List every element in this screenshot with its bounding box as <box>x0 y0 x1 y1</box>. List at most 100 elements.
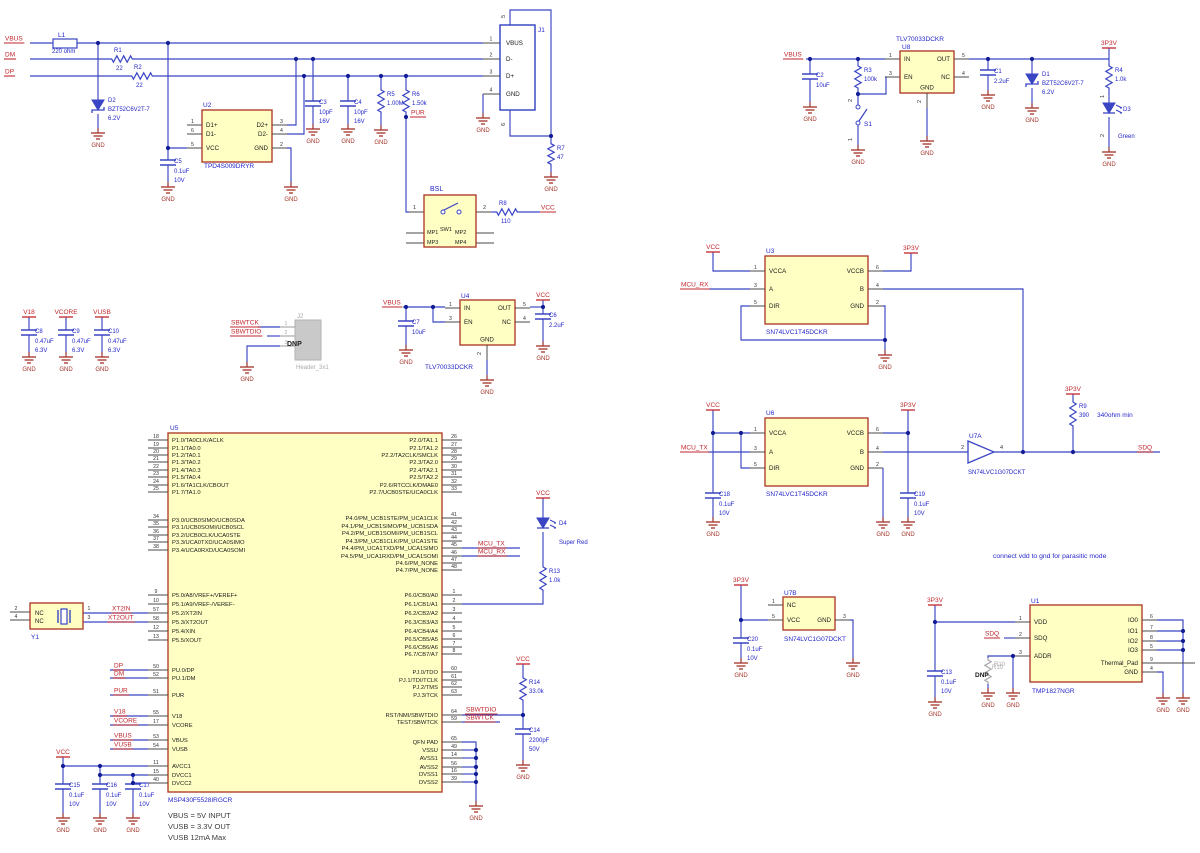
label: SDQ <box>985 631 999 638</box>
junction-dot <box>473 764 479 770</box>
junction-dot <box>548 133 554 139</box>
label: 4 <box>1000 445 1003 451</box>
label: DP <box>5 69 14 76</box>
label: NC <box>787 602 796 609</box>
label: PUR <box>114 688 128 695</box>
label: S1 <box>864 121 872 128</box>
gnd-flag: GND <box>93 813 107 834</box>
label: U6 <box>766 410 775 417</box>
label: MCU_TX <box>478 541 505 548</box>
wire <box>1157 671 1164 698</box>
power-flag-V18: V18 <box>22 309 36 318</box>
label: 35 <box>153 521 159 527</box>
label: 9 <box>155 589 158 595</box>
label: P4.4/PM_UCA1TXD/PM_UCA1SIMO <box>342 546 439 552</box>
junction-dot <box>710 430 716 436</box>
junction-dot <box>738 617 744 623</box>
net-label-MCU_RX: MCU_RX <box>680 282 711 290</box>
label: P1.4/TA0.3 <box>172 468 201 474</box>
net-label-DP: DP <box>113 663 125 671</box>
junction-dot <box>855 56 861 62</box>
label: 6.3V <box>35 348 47 354</box>
switch-contact <box>440 209 446 215</box>
label: VUSB <box>93 309 111 316</box>
label: 4 <box>490 88 493 94</box>
label: SW1 <box>440 227 452 233</box>
label: P2.2/TA2CLK/SMCLK <box>381 453 438 459</box>
junction-dot <box>378 73 384 79</box>
power-flag-VCC: VCC <box>536 490 550 499</box>
gnd-flag: GND <box>56 813 70 834</box>
label: 1 <box>285 321 288 327</box>
label: 20 <box>153 449 159 455</box>
wire <box>246 345 280 367</box>
label: 2 <box>477 352 483 355</box>
junction-dot <box>473 771 479 777</box>
label: VUSB <box>172 747 188 753</box>
label: GND <box>480 337 494 344</box>
label: 5 <box>772 614 775 620</box>
label: 4 <box>876 283 879 289</box>
label: 0.1uF <box>174 169 190 175</box>
label: P4.0/PM_UCB1STE/PM_UCA1CLK <box>346 516 439 522</box>
label: 3P3V <box>900 402 917 409</box>
label: 5 <box>453 625 456 631</box>
label: R9 <box>1079 404 1087 410</box>
junction-dot <box>403 304 409 310</box>
label: 6 <box>876 265 879 271</box>
label: DP <box>114 663 123 670</box>
label: MP1 <box>427 230 438 236</box>
label: 10 <box>153 598 159 604</box>
label: 57 <box>153 607 159 613</box>
gnd-flag: GND <box>161 182 175 203</box>
label: DNP <box>287 341 302 348</box>
label: 3 <box>453 607 456 613</box>
label: GND <box>126 828 140 834</box>
pin-stubs <box>10 211 1195 664</box>
ic-body <box>782 596 836 631</box>
label: PU.0/DP <box>172 668 195 674</box>
label: R1 <box>114 48 122 54</box>
label: GND <box>981 105 995 111</box>
label: VCCA <box>769 430 787 437</box>
label: C10 <box>108 329 120 335</box>
label: OUT <box>937 56 950 63</box>
wire <box>987 655 1013 658</box>
label: 14 <box>451 752 457 758</box>
label: 28 <box>451 449 457 455</box>
diode-body <box>1102 102 1116 114</box>
net-label-MCU_RX: MCU_RX <box>477 549 508 557</box>
resistor-R6: R61.50k <box>401 88 428 114</box>
label: A <box>769 449 774 456</box>
label: 2 <box>1100 134 1106 137</box>
net-label-VBUS: VBUS <box>783 52 804 60</box>
label: P1.5/TA0.4 <box>172 475 201 481</box>
label: P5.2/XT2IN <box>172 611 202 617</box>
label: VCORE <box>172 723 193 729</box>
buffer-U7A <box>967 440 996 464</box>
label: C14 <box>529 728 541 734</box>
label: 4 <box>15 614 18 620</box>
junction-dot <box>855 91 861 97</box>
label: GND <box>341 139 355 145</box>
label: GND <box>374 140 388 146</box>
label: 50V <box>529 747 540 753</box>
label: R14 <box>529 680 541 686</box>
resistor-body <box>983 658 993 684</box>
label: 47 <box>557 155 564 161</box>
label: PJ.0/TDO <box>413 670 439 676</box>
net-label-MCU_TX: MCU_TX <box>680 445 710 453</box>
label: AVSS1 <box>420 756 438 762</box>
label: 5 <box>962 53 965 59</box>
label: 10V <box>747 656 758 662</box>
label: GND <box>706 532 720 538</box>
gnd-flag: GND <box>846 658 860 679</box>
label: 50 <box>153 664 159 670</box>
label: 5 <box>754 300 757 306</box>
